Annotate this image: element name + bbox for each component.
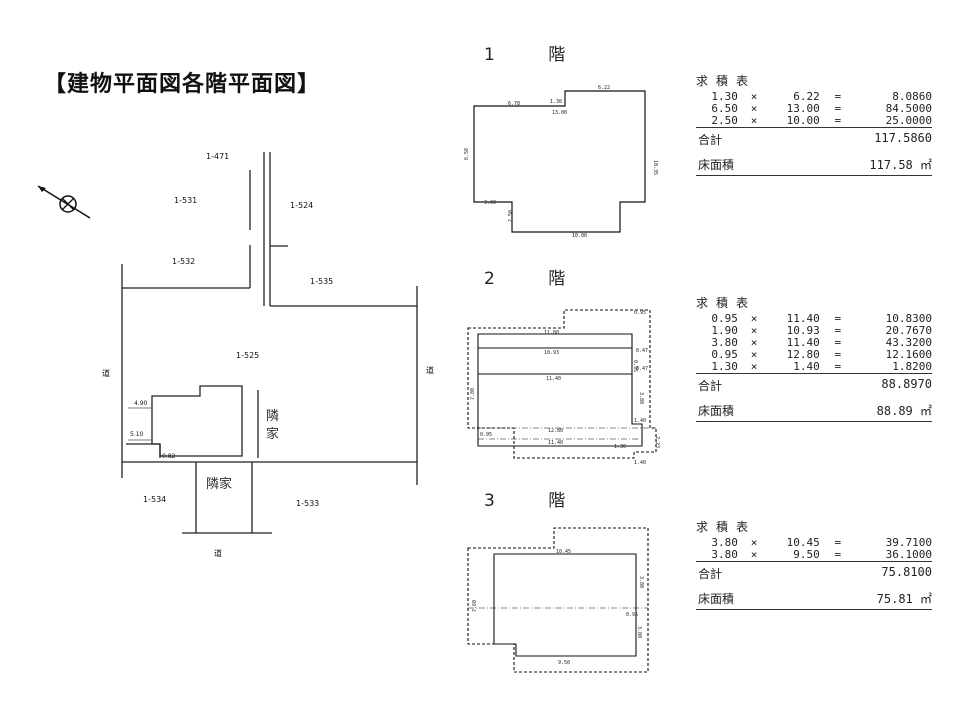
lot-label: 1-535 [310,277,334,286]
floor-label-3: 3 階 [484,491,590,511]
dim-2-1: 0.95 [634,310,646,316]
dim-2-3: 0.47 [636,348,648,354]
dimension-label: 0.82 [162,453,176,460]
floor-plan-1: 6.22 1.30 6.78 13.00 6.50 10.35 3.00 2.5… [464,85,658,239]
dim-1-6: 3.00 [484,200,496,206]
dim-2-5: 0.47 [636,366,648,372]
north-arrow-icon [37,185,91,219]
dim-2-10: 0.95 [480,432,492,438]
dim-2-12: 11.40 [548,440,563,446]
dim-3-3: 0.95 [626,612,638,618]
table-row: 3.80×9.50=36.1000 [711,548,932,561]
dim-1-0: 6.22 [598,85,610,91]
dim-1-5: 10.35 [652,160,658,175]
dim-3-0: 10.45 [556,549,571,555]
area-table-2: 求積表 0.95×11.40=10.8300 1.90×10.93=20.767… [696,294,932,422]
lot-label: 1-533 [296,499,320,508]
floor-label-1: 1 階 [484,45,590,65]
neighbor-house-label: 隣 家 [266,409,280,442]
area-table-1: 求積表 1.30×6.22=8.0860 6.50×13.00=84.5000 … [696,72,932,176]
floor-label-2: 2 階 [484,269,590,289]
neighbor-house-label: 隣家 [206,477,233,492]
dim-2-11: 12.80 [548,428,563,434]
dim-2-8: 3.80 [638,392,644,404]
floor-plan-2: 11.80 0.95 10.93 0.47 0.95 0.47 7.80 11.… [467,309,660,466]
table-header: 求積表 [696,74,757,88]
table-row: 6.50×13.00=84.5000 [711,102,932,115]
table-header: 求積表 [696,296,757,310]
table-row: 0.95×11.40=10.8300 [711,312,932,325]
dim-2-0: 11.80 [544,330,559,336]
lot-label: 1-534 [143,495,167,504]
lot-label: 1-532 [172,257,196,266]
page-title: 【建物平面図各階平面図】 [44,72,321,97]
lot-label: 1-524 [290,201,314,210]
dim-2-6: 7.80 [470,388,476,400]
dim-3-1: 3.80 [638,576,644,588]
table-row: 0.95×12.80=12.1600 [711,348,932,361]
dimension-label: 5.10 [130,431,144,438]
table-row: 1.30×6.22=8.0860 [711,90,932,103]
dim-1-2: 6.78 [508,101,520,107]
dim-3-4: 3.80 [636,626,642,638]
dimension-label: 4.90 [134,400,148,407]
dim-2-4: 0.95 [632,360,638,372]
road-label: 道 [102,369,110,378]
table-header: 求積表 [696,520,757,534]
table-row: 2.50×10.00=25.0000 [711,114,932,127]
dim-2-14: 2.23 [654,436,660,448]
dim-2-2: 10.93 [544,350,559,356]
dim-3-5: 9.50 [558,660,570,666]
dim-2-9: 1.40 [634,418,646,424]
road-label: 道 [426,366,434,375]
floor-plan-3: 10.45 3.80 7.60 0.95 3.80 9.50 [467,527,649,673]
dim-1-8: 10.00 [572,233,587,239]
table-row: 1.90×10.93=20.7670 [711,324,932,337]
lot-label: 1-525 [236,351,260,360]
dim-2-13: 1.30 [614,444,626,450]
road-label: 道 [214,549,222,558]
dim-1-4: 6.50 [464,148,470,160]
dim-2-7: 11.40 [546,376,561,382]
dim-1-7: 2.50 [508,210,514,222]
dim-1-1: 1.30 [550,99,562,105]
lot-label: 1-471 [206,152,230,161]
area-table-3: 求積表 3.80×10.45=39.7100 3.80×9.50=36.1000… [696,518,932,610]
lot-label: 1-531 [174,196,198,205]
table-row: 3.80×10.45=39.7100 [711,536,932,549]
dim-3-2: 7.60 [472,600,478,612]
dim-2-15: 1.40 [634,460,646,466]
building-footprint [151,385,243,457]
table-row: 3.80×11.40=43.3200 [711,336,932,349]
dim-1-3: 13.00 [552,110,567,116]
table-row: 1.30×1.40=1.8200 [711,360,932,373]
site-plan [121,152,418,534]
